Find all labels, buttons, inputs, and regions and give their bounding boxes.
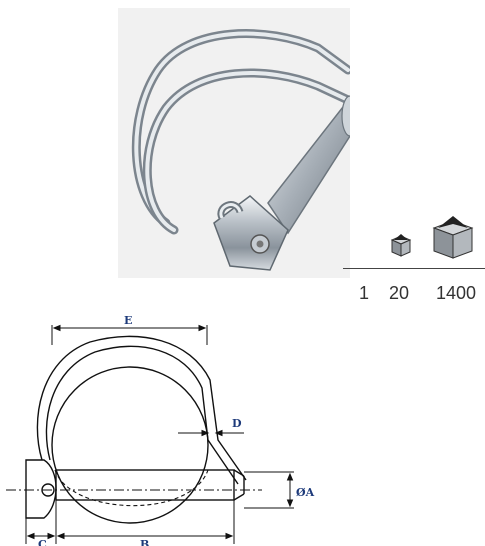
small-box-icon [390, 234, 412, 257]
dimension-e-label: E [124, 314, 132, 327]
ring-circle [51, 366, 209, 524]
dimension-c-label: C [38, 538, 47, 546]
large-box-icon [432, 216, 474, 259]
lynch-pin-product-image [118, 8, 350, 278]
dimension-diameter-a-label: ØA [296, 486, 315, 499]
inner-wire-loop [45, 345, 239, 485]
quantity-single: 1 [359, 283, 370, 303]
quantity-small-box: 20 [389, 283, 410, 303]
dimension-b-label: B [140, 538, 149, 546]
quantity-large-box: 1400 [436, 283, 477, 303]
pin-head [25, 459, 57, 519]
dimension-d-label: D [232, 417, 242, 430]
technical-drawing: E D ØA C B [6, 314, 315, 546]
quantity-rule [343, 268, 485, 269]
outer-wire-loop [36, 335, 247, 481]
